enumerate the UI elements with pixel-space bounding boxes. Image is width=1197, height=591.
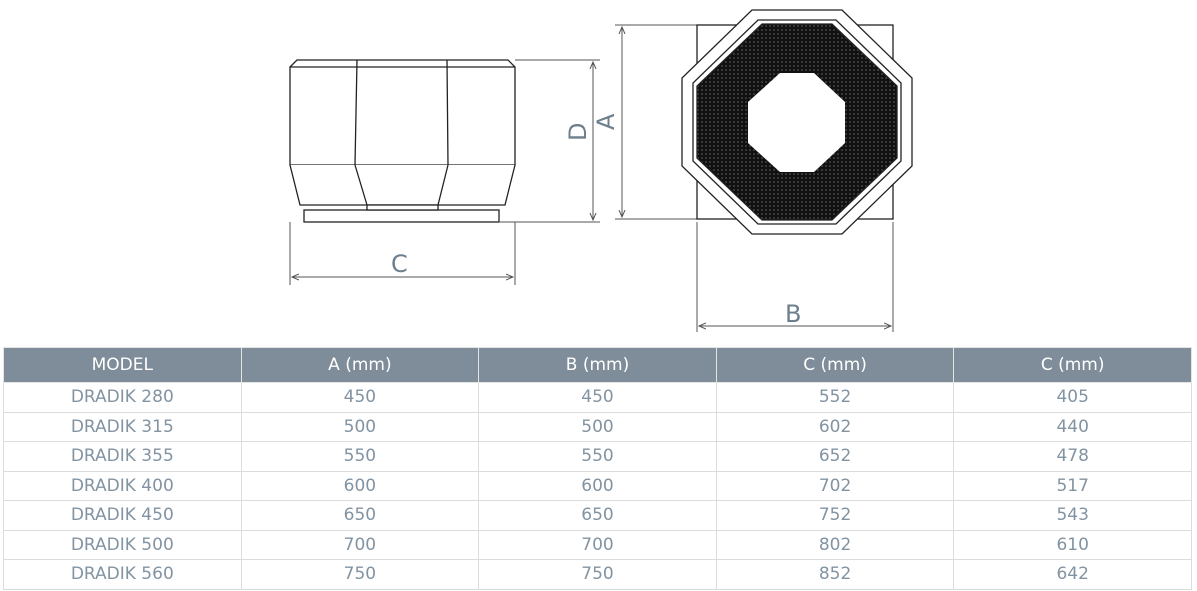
table-cell: 500 bbox=[240, 411, 480, 442]
header-c: C (mm) bbox=[715, 347, 955, 383]
table-cell: 652 bbox=[715, 441, 955, 472]
table-cell: DRADIK 280 bbox=[3, 382, 242, 413]
header-b: B (mm) bbox=[478, 347, 717, 383]
table-cell: 552 bbox=[715, 382, 955, 413]
table-cell: DRADIK 400 bbox=[3, 470, 242, 501]
table-cell: 517 bbox=[953, 470, 1192, 501]
header-c2: C (mm) bbox=[953, 347, 1192, 383]
table-cell: 852 bbox=[715, 559, 955, 590]
table-cell: DRADIK 355 bbox=[3, 441, 242, 472]
table-cell: 650 bbox=[240, 500, 480, 531]
table-cell: 802 bbox=[715, 529, 955, 560]
table-cell: 450 bbox=[478, 382, 717, 413]
header-model: MODEL bbox=[3, 347, 242, 383]
table-cell: 642 bbox=[953, 559, 1192, 590]
dim-label-b: B bbox=[785, 300, 801, 328]
table-cell: 750 bbox=[240, 559, 480, 590]
table-cell: 550 bbox=[240, 441, 480, 472]
table-cell: 500 bbox=[478, 411, 717, 442]
dim-label-d: D bbox=[564, 123, 592, 141]
table-cell: 700 bbox=[240, 529, 480, 560]
table-cell: 543 bbox=[953, 500, 1192, 531]
table-cell: DRADIK 315 bbox=[3, 411, 242, 442]
technical-drawing: C D A B bbox=[289, 9, 913, 332]
table-cell: DRADIK 500 bbox=[3, 529, 242, 560]
side-view bbox=[289, 59, 516, 223]
table-cell: DRADIK 560 bbox=[3, 559, 242, 590]
table-cell: 405 bbox=[953, 382, 1192, 413]
dim-label-a: A bbox=[592, 113, 620, 130]
dim-label-c: C bbox=[391, 250, 408, 278]
table-cell: 650 bbox=[478, 500, 717, 531]
header-a: A (mm) bbox=[240, 347, 480, 383]
top-view bbox=[681, 9, 913, 235]
table-cell: 702 bbox=[715, 470, 955, 501]
table-cell: 750 bbox=[478, 559, 717, 590]
table-cell: 602 bbox=[715, 411, 955, 442]
table-cell: 610 bbox=[953, 529, 1192, 560]
dimensions-table: MODEL A (mm) B (mm) C (mm) C (mm) DRADIK… bbox=[3, 347, 1192, 590]
table-cell: 478 bbox=[953, 441, 1192, 472]
table-cell: 450 bbox=[240, 382, 480, 413]
table-cell: DRADIK 450 bbox=[3, 500, 242, 531]
table-cell: 550 bbox=[478, 441, 717, 472]
table-cell: 700 bbox=[478, 529, 717, 560]
table-cell: 600 bbox=[478, 470, 717, 501]
table-header-row: MODEL A (mm) B (mm) C (mm) C (mm) bbox=[3, 347, 1192, 383]
table-cell: 440 bbox=[953, 411, 1192, 442]
table-cell: 600 bbox=[240, 470, 480, 501]
table-cell: 752 bbox=[715, 500, 955, 531]
